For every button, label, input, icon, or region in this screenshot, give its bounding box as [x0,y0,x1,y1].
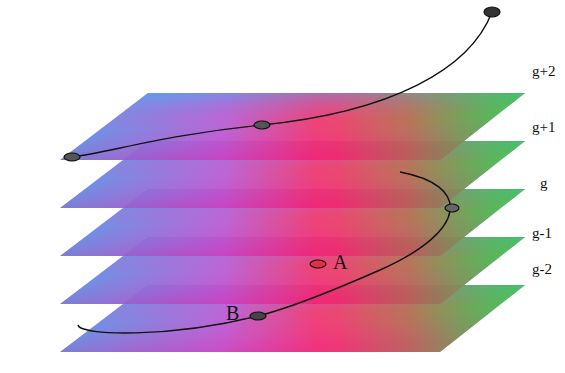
layer-plane [60,93,525,160]
layer-label: g+2 [532,64,555,79]
point-marker [310,260,326,268]
point-label: B [226,303,239,323]
point-marker [64,153,80,161]
point-marker [484,7,500,17]
layer-label: g+1 [532,120,555,135]
layer-plane [60,93,525,160]
trajectory-curve [72,12,492,157]
trajectory-curve [78,172,450,333]
layer-plane [60,93,525,160]
layer-label: g-2 [532,262,552,277]
layer-label: g-1 [532,226,552,241]
point-marker [250,312,266,320]
point-marker [445,204,459,212]
point-label: A [333,252,347,272]
layer-label: g [540,176,548,191]
point-marker [254,121,270,129]
